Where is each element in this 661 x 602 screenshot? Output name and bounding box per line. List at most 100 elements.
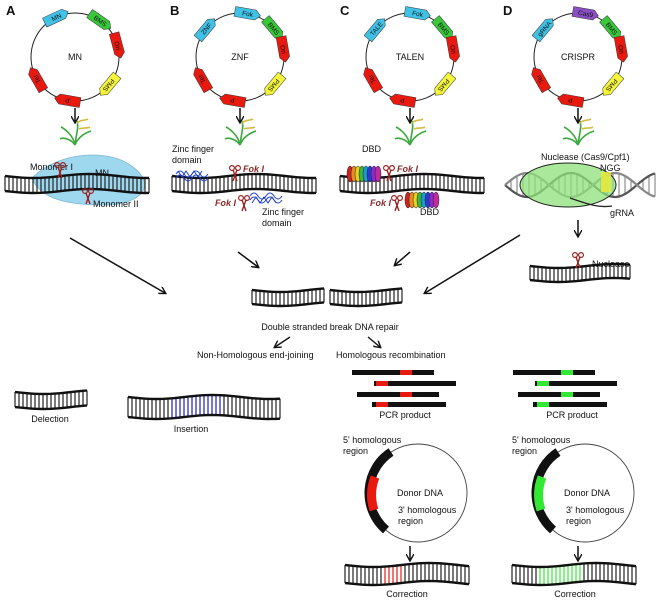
svg-text:Ter: Ter (197, 72, 208, 84)
plasmid-center-label: CRISPR (561, 52, 596, 62)
rice-plant-icon (562, 118, 595, 146)
pcr-bar (352, 370, 434, 375)
rice-plant-icon (394, 118, 427, 146)
plasmid-segment-pms: PMS (264, 71, 287, 96)
dna-ladder (529, 262, 631, 284)
correction-label-2: Correction (554, 589, 596, 599)
pcr-product-red (352, 370, 456, 407)
dna-ladder (329, 287, 403, 308)
plasmid-segment-cas9: Cas9 (571, 6, 599, 21)
plasmid-segment-ori: Ori (109, 31, 125, 59)
plasmid-segment-tale: TALE (363, 18, 386, 43)
deletion-dna (14, 389, 88, 411)
rice-plant-icon (59, 118, 92, 146)
plasmid-segment-grna: gRNA (531, 18, 554, 43)
fok-i-label-c2: Fok I (370, 198, 392, 208)
mn-blob (31, 154, 145, 206)
scissors-icon (382, 165, 396, 182)
pcr-label-2: PCR product (546, 410, 598, 420)
plasmid-segment-ori: Ori (275, 35, 290, 63)
svg-text:P: P (230, 96, 235, 104)
plasmid-center-label: TALEN (396, 52, 424, 62)
plasmid-down-arrows (75, 108, 578, 122)
pcr-bar (535, 381, 617, 386)
plasmid-segment-p: P (389, 93, 417, 108)
donor-dna-green (531, 443, 635, 543)
plasmid-segment-fok: Fok (233, 6, 261, 21)
grna-label: gRNA (610, 208, 634, 218)
correction-dna-green (511, 561, 637, 587)
pcr-bar (374, 381, 456, 386)
plasmid-segment-p: P (219, 93, 247, 108)
deletion-label: Delection (31, 414, 69, 424)
pcr-highlight (376, 402, 388, 407)
zinc-finger-top (175, 170, 209, 182)
donor-5prime-label-a: 5' homologous (343, 435, 402, 445)
dbd-label-2: DBD (420, 207, 440, 217)
pcr-highlight (561, 392, 573, 397)
pcr-bar (533, 402, 607, 407)
pcr-product-green (513, 370, 617, 407)
converging-arrows (69, 234, 521, 293)
donor-5prime-label-c: 5' homologous (512, 435, 571, 445)
fok-i-label-2: Fok I (215, 198, 237, 208)
plasmid-segment-mn: MN (42, 8, 69, 28)
zinc-finger-bottom-label-1: Zinc finger (262, 207, 304, 217)
donor-5prime-label-b: region (343, 446, 368, 456)
donor-dna-red (364, 443, 468, 543)
donor-5prime-label-d: region (512, 446, 537, 456)
plasmid-segment-p: P (54, 93, 82, 108)
monomer-2-label: Monomer II (93, 199, 139, 209)
svg-text:Ori: Ori (112, 41, 121, 51)
panel-letter-a: A (6, 3, 16, 18)
plasmid-segment-znf: ZNF (193, 18, 216, 43)
insertion-dna (127, 393, 281, 421)
pcr-highlight (400, 392, 412, 397)
dna-ladder (14, 389, 88, 411)
dbd-bottom (404, 191, 440, 209)
plasmid-segment-ter: Ter (193, 67, 214, 94)
plasmid-center-label: MN (68, 52, 82, 62)
pcr-highlight (376, 381, 388, 386)
plasmid-segment-ter: Ter (28, 67, 49, 94)
svg-text:Cas9: Cas9 (577, 10, 594, 20)
zinc-finger-top-label-1: Zinc finger (172, 144, 214, 154)
ngg-label: NGG (600, 163, 621, 173)
plasmid-segment-ori: Ori (613, 35, 628, 63)
svg-text:P: P (568, 96, 573, 104)
plasmid-segment-ter: Ter (363, 67, 384, 94)
scissors-icon (228, 165, 242, 182)
dna-ladder (4, 172, 150, 195)
plasmid-segment-fok: Fok (403, 6, 431, 21)
svg-text:Ter: Ter (535, 72, 546, 84)
correction-label-1: Correction (386, 589, 428, 599)
dna-ladder (171, 172, 317, 195)
plant-icons (59, 118, 595, 146)
svg-text:Ori: Ori (616, 45, 624, 55)
dna-ladder (344, 561, 470, 587)
pcr-highlight (400, 370, 412, 375)
svg-text:Ori: Ori (448, 45, 456, 55)
dsb-repair-label: Double stranded break DNA repair (261, 322, 399, 332)
cas9-nuclease-blob (519, 162, 617, 208)
svg-text:P: P (65, 96, 70, 104)
donor-3prime-label-a: 3' homologous (398, 505, 457, 515)
scissors-icon (81, 188, 95, 205)
dbd-top (346, 165, 382, 183)
donor-dna-label-2: Donor DNA (564, 488, 610, 498)
plasmid-segment-pms: PMS (99, 71, 122, 96)
svg-text:Ter: Ter (367, 72, 378, 84)
svg-text:Ter: Ter (32, 72, 43, 84)
dbd-label-1: DBD (362, 144, 382, 154)
donor-dna-label-1: Donor DNA (397, 488, 443, 498)
panel-a-dna: MN Monomer I Monomer II (4, 154, 150, 209)
plasmid-segment-bms: BMS (86, 9, 112, 30)
plasmid-segment-ori: Ori (445, 35, 460, 63)
pcr-label-1: PCR product (379, 410, 431, 420)
monomer-1-label: Monomer I (30, 162, 73, 172)
scissors-icon (390, 195, 404, 212)
